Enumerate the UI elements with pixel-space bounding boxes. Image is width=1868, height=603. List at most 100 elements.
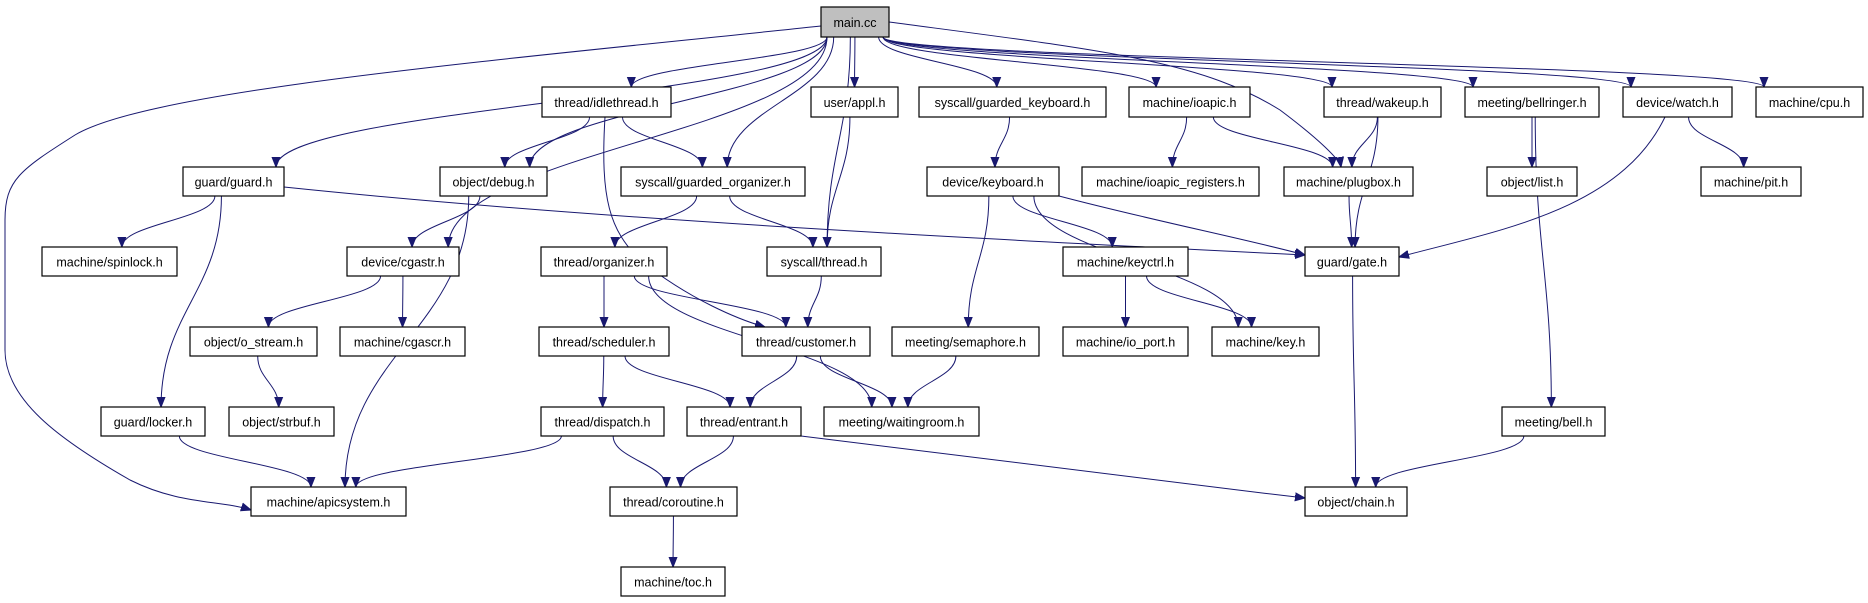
node-label: guard/locker.h	[114, 416, 193, 430]
node-label: guard/guard.h	[195, 176, 273, 190]
edge-thread-idlethread-h-to-object-debug-h	[505, 116, 591, 168]
edge-main-cc-to-device-cgastr-h	[448, 36, 828, 247]
node-machine-cpu-h[interactable]: machine/cpu.h	[1755, 86, 1864, 118]
node-label: machine/ioapic.h	[1143, 96, 1237, 110]
node-object-chain-h[interactable]: object/chain.h	[1304, 486, 1408, 517]
node-box	[1700, 166, 1802, 197]
node-box	[1304, 486, 1408, 517]
node-label: thread/coroutine.h	[623, 496, 724, 510]
edge-syscall-guarded-organizer-h-to-thread-organizer-h	[615, 195, 698, 248]
node-box	[189, 326, 318, 357]
node-label: object/list.h	[1501, 176, 1564, 190]
edge-main-cc-to-syscall-guarded-organizer-h	[727, 36, 835, 167]
edge-main-cc-to-thread-idlethread-h	[631, 36, 828, 88]
node-machine-apicsystem-h[interactable]: machine/apicsystem.h	[250, 486, 407, 517]
node-box	[1323, 86, 1442, 118]
node-box	[538, 326, 670, 357]
node-label: device/watch.h	[1636, 96, 1719, 110]
node-object-o-stream-h[interactable]: object/o_stream.h	[189, 326, 318, 357]
node-device-cgastr-h[interactable]: device/cgastr.h	[346, 246, 460, 277]
node-machine-io-port-h[interactable]: machine/io_port.h	[1062, 326, 1189, 357]
node-thread-organizer-h[interactable]: thread/organizer.h	[540, 246, 668, 277]
node-object-debug-h[interactable]: object/debug.h	[439, 166, 548, 197]
node-label: thread/organizer.h	[554, 256, 655, 270]
edge-thread-customer-h-to-meeting-waitingroom-h	[819, 355, 892, 408]
node-thread-customer-h[interactable]: thread/customer.h	[741, 326, 871, 357]
node-thread-coroutine-h[interactable]: thread/coroutine.h	[609, 486, 738, 517]
edge-thread-scheduler-h-to-thread-entrant-h	[624, 355, 730, 408]
node-main-cc[interactable]: main.cc	[820, 6, 890, 38]
node-label: machine/io_port.h	[1076, 336, 1175, 350]
node-thread-idlethread-h[interactable]: thread/idlethread.h	[541, 86, 672, 118]
node-label: meeting/semaphore.h	[905, 336, 1026, 350]
node-label: machine/apicsystem.h	[267, 496, 391, 510]
node-label: object/chain.h	[1317, 496, 1394, 510]
edge-thread-dispatch-h-to-thread-coroutine-h	[612, 435, 666, 488]
node-device-watch-h[interactable]: device/watch.h	[1622, 86, 1733, 118]
node-guard-guard-h[interactable]: guard/guard.h	[182, 166, 285, 197]
node-box	[1081, 166, 1260, 197]
node-box	[820, 6, 890, 38]
edge-thread-dispatch-h-to-machine-apicsystem-h	[356, 435, 562, 488]
node-guard-locker-h[interactable]: guard/locker.h	[100, 406, 206, 437]
node-machine-plugbox-h[interactable]: machine/plugbox.h	[1283, 166, 1414, 197]
edge-meeting-semaphore-h-to-meeting-waitingroom-h	[908, 355, 957, 408]
node-user-appl-h[interactable]: user/appl.h	[810, 86, 899, 118]
edge-device-keyboard-h-to-meeting-semaphore-h	[968, 195, 990, 327]
node-thread-scheduler-h[interactable]: thread/scheduler.h	[538, 326, 670, 357]
node-machine-keyctrl-h[interactable]: machine/keyctrl.h	[1062, 246, 1189, 277]
node-box	[766, 246, 882, 277]
node-thread-wakeup-h[interactable]: thread/wakeup.h	[1323, 86, 1442, 118]
node-machine-cgascr-h[interactable]: machine/cgascr.h	[339, 326, 466, 357]
node-guard-gate-h[interactable]: guard/gate.h	[1304, 246, 1400, 277]
edge-main-cc-to-object-debug-h	[530, 36, 828, 167]
node-label: thread/idlethread.h	[554, 96, 658, 110]
edge-main-cc-to-thread-wakeup-h	[882, 36, 1332, 88]
edge-thread-idlethread-h-to-thread-customer-h	[603, 116, 765, 327]
node-box	[620, 566, 726, 597]
node-box	[1211, 326, 1320, 357]
node-object-strbuf-h[interactable]: object/strbuf.h	[228, 406, 335, 437]
node-label: user/appl.h	[824, 96, 886, 110]
edge-main-cc-to-meeting-bellringer-h	[882, 36, 1473, 88]
node-label: thread/wakeup.h	[1336, 96, 1428, 110]
edge-guard-guard-h-to-guard-gate-h	[283, 186, 1305, 255]
node-meeting-bellringer-h[interactable]: meeting/bellringer.h	[1464, 86, 1600, 118]
node-label: thread/customer.h	[756, 336, 856, 350]
node-machine-pit-h[interactable]: machine/pit.h	[1700, 166, 1802, 197]
node-label: machine/keyctrl.h	[1077, 256, 1174, 270]
edge-thread-entrant-h-to-thread-coroutine-h	[681, 435, 734, 488]
node-meeting-semaphore-h[interactable]: meeting/semaphore.h	[891, 326, 1040, 357]
node-label: thread/scheduler.h	[553, 336, 656, 350]
node-label: device/cgastr.h	[361, 256, 444, 270]
node-machine-ioapic-registers-h[interactable]: machine/ioapic_registers.h	[1081, 166, 1260, 197]
edge-syscall-thread-h-to-thread-customer-h	[808, 275, 822, 327]
edge-thread-scheduler-h-to-thread-dispatch-h	[603, 355, 604, 407]
node-syscall-guarded-keyboard-h[interactable]: syscall/guarded_keyboard.h	[918, 86, 1107, 118]
node-label: machine/spinlock.h	[56, 256, 162, 270]
node-label: machine/cpu.h	[1769, 96, 1850, 110]
edge-main-cc-to-machine-cpu-h	[882, 36, 1764, 88]
edge-guard-gate-h-to-object-chain-h	[1353, 275, 1356, 487]
node-meeting-bell-h[interactable]: meeting/bell.h	[1501, 406, 1606, 437]
node-thread-entrant-h[interactable]: thread/entrant.h	[686, 406, 802, 437]
node-label: meeting/bellringer.h	[1477, 96, 1586, 110]
node-box	[1062, 326, 1189, 357]
edge-machine-ioapic-h-to-machine-ioapic-registers-h	[1172, 116, 1188, 167]
node-machine-key-h[interactable]: machine/key.h	[1211, 326, 1320, 357]
node-machine-toc-h[interactable]: machine/toc.h	[620, 566, 726, 597]
node-meeting-waitingroom-h[interactable]: meeting/waitingroom.h	[823, 406, 980, 437]
node-box	[100, 406, 206, 437]
node-thread-dispatch-h[interactable]: thread/dispatch.h	[540, 406, 665, 437]
node-object-list-h[interactable]: object/list.h	[1486, 166, 1578, 197]
node-machine-ioapic-h[interactable]: machine/ioapic.h	[1128, 86, 1251, 118]
node-device-keyboard-h[interactable]: device/keyboard.h	[926, 166, 1060, 197]
node-syscall-guarded-organizer-h[interactable]: syscall/guarded_organizer.h	[620, 166, 806, 197]
node-syscall-thread-h[interactable]: syscall/thread.h	[766, 246, 882, 277]
node-label: syscall/guarded_keyboard.h	[935, 96, 1091, 110]
node-box	[823, 406, 980, 437]
edge-meeting-bellringer-h-to-meeting-bell-h	[1534, 116, 1551, 407]
node-machine-spinlock-h[interactable]: machine/spinlock.h	[41, 246, 178, 277]
node-box	[339, 326, 466, 357]
